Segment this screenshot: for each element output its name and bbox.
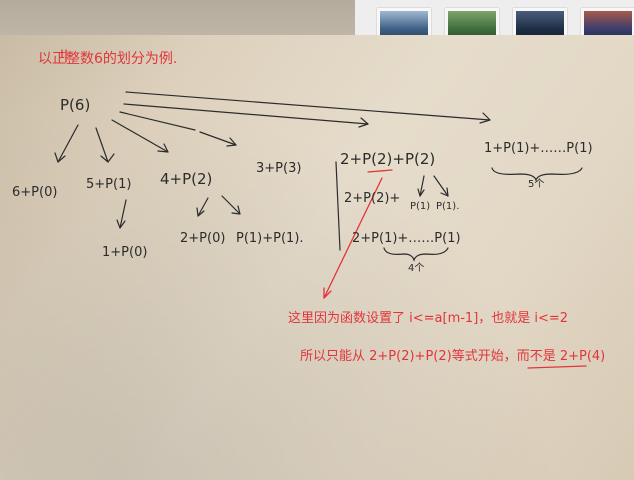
handwritten-paper xyxy=(0,35,634,480)
node-p1-a: P(1) xyxy=(410,201,431,212)
node-2p2-sub: 2+P(2)+ xyxy=(344,191,401,206)
node-p1-b: P(1). xyxy=(436,201,460,212)
note-title: 以正整数6的划分为例. xyxy=(38,51,178,67)
node-1p1: 1+P(1)+……P(1) xyxy=(484,141,593,156)
brace-count-4: 4个 xyxy=(408,263,425,274)
arrow-to-1p0 xyxy=(119,199,127,229)
brace-count-5: 5个 xyxy=(528,179,545,190)
arrow-to-6p0 xyxy=(57,124,79,163)
node-1p0: 1+P(0) xyxy=(102,245,148,260)
arrow-to-1p1 xyxy=(125,91,491,121)
bracket-line xyxy=(335,161,341,251)
node-3p3: 3+P(3) xyxy=(256,161,302,176)
node-2p0: 2+P(0) xyxy=(180,231,226,246)
red-arrow xyxy=(323,177,383,299)
arrow-to-2p0 xyxy=(197,197,209,217)
red-note-line2: 所以只能从 2+P(2)+P(2)等式开始，而不是 2+P(4) xyxy=(300,349,606,364)
node-root: P(6) xyxy=(60,96,91,114)
red-doodle xyxy=(61,49,67,63)
arrow-to-2p2p2 xyxy=(123,103,369,125)
arrow-to-3p3 xyxy=(119,111,237,146)
red-underline xyxy=(367,169,393,173)
red-underline-end xyxy=(527,365,587,369)
brace-5 xyxy=(491,167,583,182)
node-p1p1: P(1)+P(1). xyxy=(236,231,304,246)
paper-shading xyxy=(0,35,634,480)
node-2p1-chain: 2+P(1)+……P(1) xyxy=(352,231,461,246)
arrow-to-p1-a xyxy=(419,175,425,197)
arrow-to-5p1 xyxy=(95,127,109,163)
node-4p2: 4+P(2) xyxy=(160,170,213,188)
red-note-line1: 这里因为函数设置了 i<=a[m-1]，也就是 i<=2 xyxy=(288,311,569,326)
node-6p0: 6+P(0) xyxy=(12,185,58,200)
node-5p1: 5+P(1) xyxy=(86,177,132,192)
node-2p2p2: 2+P(2)+P(2) xyxy=(340,150,436,168)
arrow-to-4p2 xyxy=(111,119,169,153)
brace-4 xyxy=(383,247,449,262)
arrow-to-p1p1 xyxy=(221,195,241,215)
arrow-to-p1-b xyxy=(433,175,449,197)
